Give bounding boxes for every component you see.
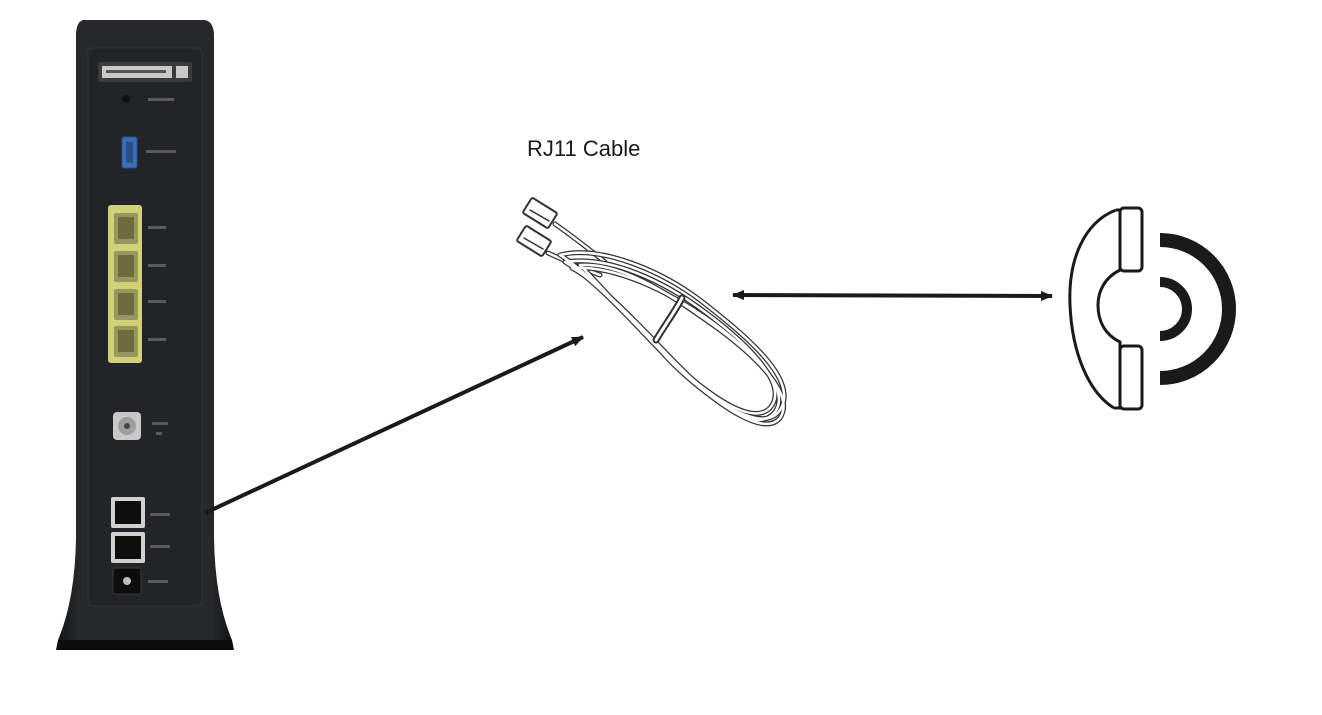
reset-button bbox=[122, 95, 130, 103]
arrow-port-to-cable bbox=[204, 335, 584, 515]
telephone-handset-icon bbox=[1068, 206, 1236, 411]
usb-port bbox=[121, 136, 176, 169]
gateway-device bbox=[56, 20, 234, 650]
product-label bbox=[98, 62, 192, 82]
arrow-cable-to-phone bbox=[732, 290, 1053, 301]
coax-connector bbox=[113, 412, 168, 440]
rj11-cable-icon bbox=[516, 197, 787, 427]
cable-label: RJ11 Cable bbox=[527, 136, 641, 161]
power-jack bbox=[112, 567, 168, 595]
lan-ports bbox=[108, 205, 166, 363]
rj11-plug bbox=[516, 197, 558, 257]
phone-ports bbox=[111, 497, 170, 563]
